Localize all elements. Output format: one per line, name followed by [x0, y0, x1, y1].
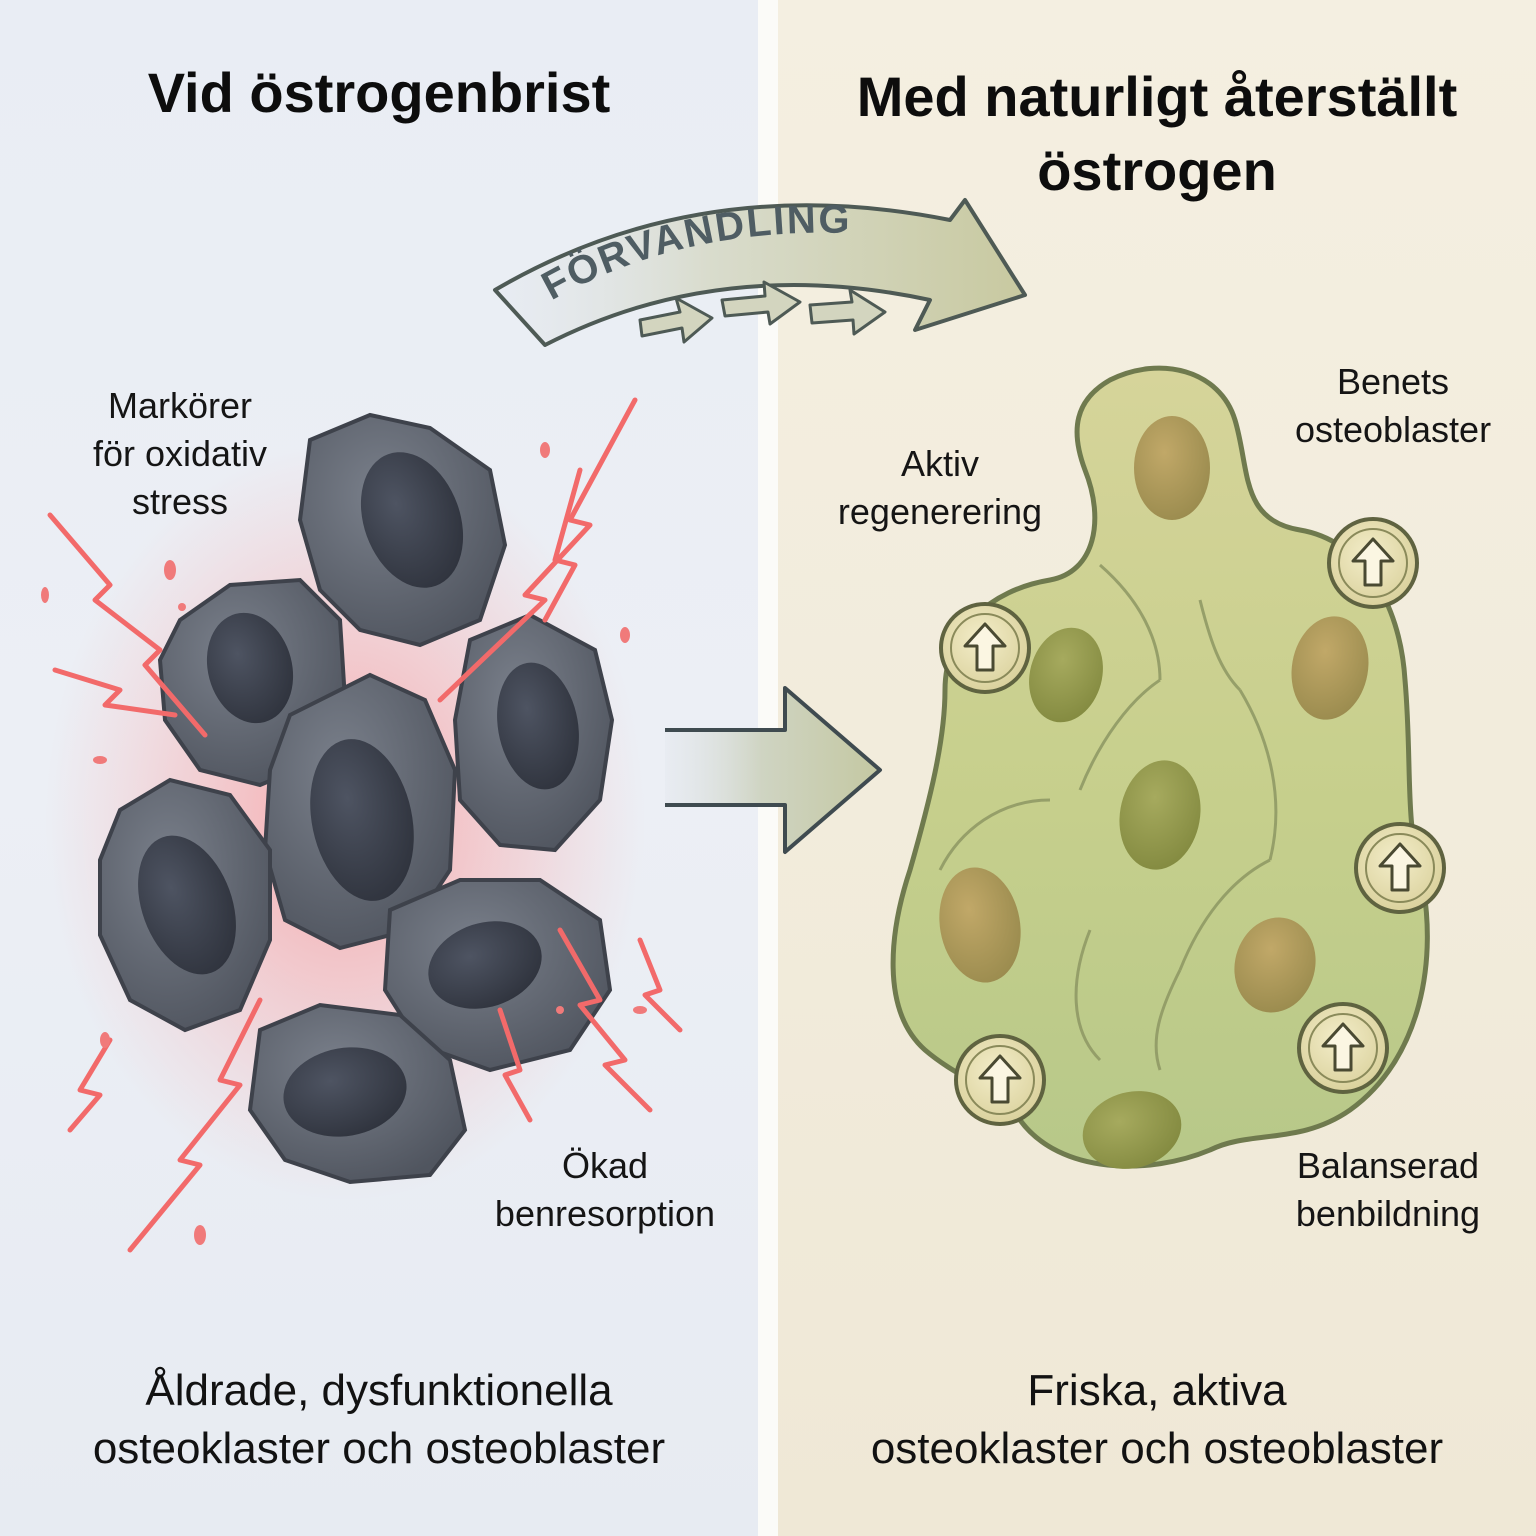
caption-line: osteoklaster och osteoblaster: [870, 1424, 1444, 1473]
left-title: Vid östrogenbrist: [147, 61, 611, 124]
left-caption: Åldrade, dysfunktionella osteoklaster oc…: [0, 1362, 758, 1478]
healthy-cell-icon: [1119, 760, 1201, 870]
caption-line: Friska, aktiva: [1027, 1366, 1287, 1415]
caption-line: Åldrade, dysfunktionella: [145, 1366, 613, 1415]
damaged-cell-icon: [297, 412, 508, 648]
damaged-cell-icon: [98, 777, 272, 1033]
label-line: för oxidativ: [92, 433, 268, 474]
label-bone-osteoblasts: Benets osteoblaster: [1250, 358, 1536, 454]
right-title-line: östrogen: [1037, 139, 1277, 202]
label-balanced-formation: Balanserad benbildning: [1240, 1142, 1536, 1238]
forvandling-arrow: FÖRVANDLING: [493, 198, 1027, 347]
label-line: osteoblaster: [1294, 409, 1492, 450]
label-line: Benets: [1336, 361, 1450, 402]
healthy-cell-icon: [1029, 627, 1103, 723]
lightning-bolt-icon: [47, 397, 683, 1253]
label-line: regenerering: [837, 491, 1043, 532]
label-line: benbildning: [1295, 1193, 1481, 1234]
label-line: Aktiv: [900, 443, 979, 484]
healthy-cell-icon: [1291, 616, 1369, 720]
label-active-regeneration: Aktiv regenerering: [790, 440, 1090, 536]
caption-line: osteoklaster och osteoblaster: [92, 1424, 666, 1473]
label-line: Balanserad: [1296, 1145, 1480, 1186]
healthy-cell-cluster: [890, 365, 1446, 1169]
label-oxidative-stress: Markörer för oxidativ stress: [30, 382, 330, 526]
damaged-cell-icon: [452, 612, 615, 853]
healthy-cell-icon: [1134, 416, 1210, 520]
transition-arrow: [665, 686, 882, 854]
damaged-cell-cluster: [41, 397, 683, 1253]
right-caption: Friska, aktiva osteoklaster och osteobla…: [778, 1362, 1536, 1478]
damaged-cell-icon: [382, 878, 613, 1073]
up-arrow-icon: [1327, 517, 1419, 609]
right-title-line: Med naturligt återställt: [856, 65, 1458, 128]
up-arrow-icon: [954, 1034, 1046, 1126]
label-line: Markörer: [107, 385, 253, 426]
up-arrow-icon: [939, 602, 1031, 694]
right-title: Med naturligt återställt östrogen: [778, 60, 1536, 208]
healthy-cell-icon: [1234, 917, 1316, 1013]
label-line: stress: [131, 481, 228, 522]
label-line: Ökad: [561, 1145, 649, 1186]
up-arrow-icon: [1297, 1002, 1389, 1094]
label-line: benresorption: [494, 1193, 716, 1234]
healthy-cell-icon: [1082, 1091, 1182, 1169]
healthy-cell-icon: [939, 867, 1021, 983]
up-arrow-icon: [1354, 822, 1446, 914]
damaged-cell-icon: [247, 1002, 468, 1185]
label-increased-resorption: Ökad benresorption: [455, 1142, 755, 1238]
debris-particles: [41, 442, 647, 1245]
